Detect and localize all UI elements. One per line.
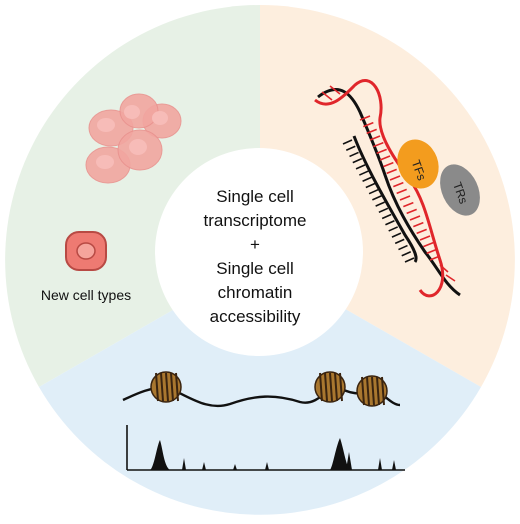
dna-rung-red (423, 241, 434, 248)
center-caption: Single cell transcriptome + Single cell … (175, 185, 335, 329)
dna-rung-red (419, 235, 431, 241)
dna-rung-red (406, 208, 417, 215)
dna-rung-red (376, 148, 387, 155)
dna-rung-red (321, 91, 333, 101)
nucleosome-icon (314, 371, 346, 403)
dna-rung-red (386, 168, 397, 175)
dna-rung-black (368, 188, 379, 195)
dna-rung-red (383, 161, 394, 168)
nucleosomes (150, 371, 388, 407)
dna-rung-red (429, 255, 441, 261)
dna-rung-red (363, 121, 374, 128)
dna-rung-red (366, 128, 377, 135)
dna-helix (314, 78, 461, 298)
cell-cluster (85, 93, 182, 184)
dna-rung-black (375, 201, 385, 207)
dna-rung-black (342, 139, 353, 145)
dna-rung-red (389, 175, 401, 181)
accessibility-track (126, 425, 405, 471)
center-line-4: Single cell (216, 259, 294, 278)
dna-rung-black (394, 238, 405, 245)
new-cell-icon (65, 231, 107, 271)
center-line-6: accessibility (209, 307, 301, 326)
new-cell-types-label: New cell types (40, 287, 132, 303)
dna-rung-black (362, 176, 372, 182)
dna-rung-black (385, 220, 395, 226)
dna-rung-black (378, 207, 389, 214)
dna-rung-black (401, 251, 412, 257)
tf-protein (397, 139, 439, 189)
dna-rung-red (396, 188, 407, 195)
dna-rung-black (349, 151, 359, 158)
center-line-1: Single cell (216, 187, 294, 206)
dna-rung-black (372, 195, 382, 201)
dna-rung-red (439, 264, 449, 273)
dna-rung-black (355, 164, 366, 170)
dna-rung-red (416, 228, 427, 235)
center-line-2: transcriptome (203, 211, 307, 230)
dna-rung-red (369, 135, 381, 141)
dna-rung-black (352, 157, 363, 164)
dna-rung-red (359, 115, 371, 121)
tf-label: TFs (409, 158, 429, 182)
dna-rung-black (381, 213, 392, 220)
center-circle (155, 148, 363, 356)
dna-rung-red (445, 274, 456, 282)
dna-rung-black (358, 170, 369, 176)
dna-rung-black (365, 182, 376, 189)
dna-rung-red (393, 181, 404, 188)
dna-rung-black (388, 226, 399, 232)
center-line-5: chromatin (217, 283, 293, 302)
sector-chromatin (39, 260, 481, 515)
center-line-3: + (250, 235, 260, 254)
dna-rung-black (398, 244, 408, 251)
nucleosome-icon (150, 371, 182, 403)
dna-rung-red (413, 221, 424, 228)
dna-rung-red (399, 195, 411, 201)
dna-rung-black (404, 257, 415, 263)
dna-rung-black (391, 232, 402, 238)
tr-protein (440, 164, 480, 216)
nucleosome-icon (356, 375, 388, 407)
dna-rung-red (409, 215, 421, 221)
dna-rung-red (403, 201, 414, 208)
dna-rung-red (329, 85, 341, 95)
dna-rung-red (426, 248, 437, 255)
dna-rung-red (379, 155, 391, 161)
dna-rung-black (345, 145, 356, 151)
dna-rung-red (373, 141, 384, 148)
